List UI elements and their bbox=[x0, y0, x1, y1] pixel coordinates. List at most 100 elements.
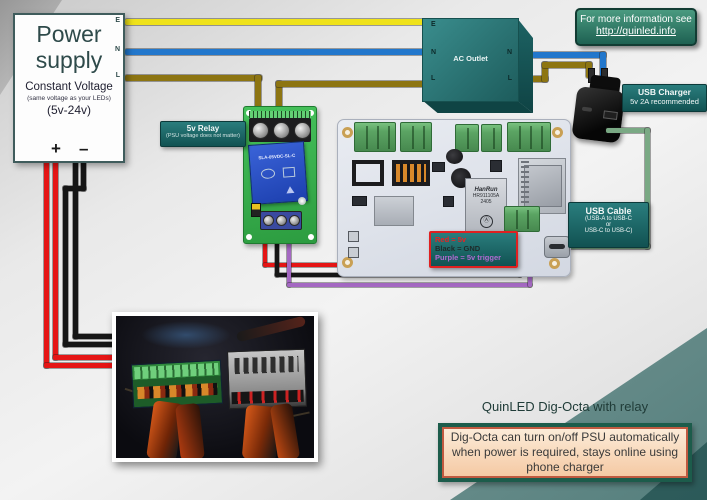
legend-purple: Purple = 5v trigger bbox=[435, 253, 502, 262]
board-led-terminal-1 bbox=[354, 122, 396, 152]
psu-terminal-l: L bbox=[115, 72, 120, 79]
relay-cert-mark bbox=[260, 168, 276, 180]
relay-jumper bbox=[251, 203, 261, 217]
board-led-terminal-4 bbox=[481, 124, 502, 152]
board-led-terminal-2 bbox=[400, 122, 432, 152]
psu-title-line1: Power bbox=[36, 21, 102, 47]
psu-terminal-strip bbox=[231, 389, 304, 405]
relay-screw-terminal-bottom bbox=[260, 211, 302, 230]
wire-psu-minus-black-b-v1 bbox=[81, 161, 86, 191]
psu-terminal-e: E bbox=[115, 17, 120, 24]
board-mount-hole-tr bbox=[552, 127, 563, 138]
psu-vents bbox=[234, 355, 299, 375]
quinled-link[interactable]: http://quinled.info bbox=[596, 25, 676, 37]
board-relay-terminal-right bbox=[504, 206, 540, 232]
relay-screw-1 bbox=[252, 122, 269, 139]
wire-neutral-outlet-to-charger-v bbox=[600, 52, 606, 78]
legend-black: Black = GND bbox=[435, 244, 481, 253]
usbc-slot bbox=[549, 244, 565, 249]
board-dip-switch-2 bbox=[392, 160, 430, 186]
relay-pin-3 bbox=[289, 215, 300, 226]
esp32-antenna bbox=[521, 161, 529, 211]
photo-psu bbox=[227, 348, 307, 410]
relay-pin-2 bbox=[276, 215, 287, 226]
charger-body bbox=[571, 85, 626, 144]
relay-label-note: (PSU voltage does not matter) bbox=[166, 133, 240, 139]
wire-neutral-outlet-to-charger-h bbox=[532, 52, 606, 58]
wire-psu-plus-red-b-h bbox=[53, 355, 120, 360]
relay-pin-1 bbox=[263, 215, 274, 226]
note-box: Dig-Octa can turn on/off PSU automatical… bbox=[438, 423, 692, 482]
wire-psu-plus-red-b-v bbox=[53, 161, 58, 360]
wire-gnd-black-v1 bbox=[275, 224, 279, 277]
usb-cable-label-title: USB Cable bbox=[585, 206, 632, 216]
ethernet-brand: HanRun bbox=[474, 187, 498, 193]
psu-minus-terminal: – bbox=[79, 139, 89, 158]
board-button-1 bbox=[348, 231, 359, 242]
ac-outlet-bottom-face bbox=[422, 100, 533, 113]
wire-trigger-purple-v1 bbox=[287, 224, 291, 287]
wire-color-legend: Red = 5v Black = GND Purple = 5v trigger bbox=[429, 231, 518, 268]
pcb-connectors bbox=[137, 382, 218, 400]
board-led-terminal-3 bbox=[455, 124, 479, 152]
info-line: For more information see bbox=[580, 14, 692, 25]
outlet-terminal-l-right: L bbox=[507, 75, 512, 82]
board-chip-4 bbox=[490, 160, 502, 172]
diagram-caption: QuinLED Dig-Octa with relay bbox=[481, 399, 649, 414]
psu-subtitle: Constant Voltage bbox=[25, 80, 113, 93]
psu-title-line2: supply bbox=[35, 47, 103, 74]
outlet-terminal-n-right: N bbox=[506, 49, 512, 56]
wire-5v-red-v1 bbox=[263, 224, 267, 267]
wire-psu-minus-black-a-v bbox=[73, 161, 78, 339]
relay-chip-text: SLA-05VDC-SL-C bbox=[258, 152, 296, 161]
board-ethernet-jack: HanRun HR911105A 2405 Ⓐ bbox=[465, 178, 507, 232]
outlet-terminal-l: L bbox=[431, 75, 436, 82]
wire-live-outlet-to-charger-b bbox=[542, 62, 548, 82]
psu-range: (5v-24v) bbox=[46, 102, 91, 117]
board-chip-2 bbox=[352, 196, 367, 206]
usb-cable-wire-a bbox=[606, 128, 650, 133]
usb-cable-label-line2: or bbox=[605, 222, 612, 228]
wire-live-psu-to-relay-v bbox=[255, 75, 261, 117]
relay-screw-terminal-top bbox=[249, 118, 311, 142]
charger-logo bbox=[581, 106, 593, 112]
usb-cable-label-line3: USB-C to USB-C) bbox=[584, 228, 633, 234]
relay-cert-mark-2 bbox=[282, 166, 296, 178]
wire-live-relay-to-outlet-v bbox=[276, 81, 282, 117]
ethernet-date: 2405 bbox=[480, 199, 492, 205]
psu-terminal-n: N bbox=[114, 46, 120, 53]
pcb-terminals bbox=[134, 362, 219, 380]
wire-psu-minus-black-a-h bbox=[73, 334, 120, 339]
wire-trigger-purple-h bbox=[287, 283, 532, 287]
board-dip-switch-1 bbox=[352, 160, 384, 186]
board-usbc-port bbox=[544, 236, 570, 258]
usb-cable-wire-b bbox=[645, 128, 650, 249]
wire-live-psu-to-relay-h bbox=[125, 75, 262, 81]
board-power-terminal-top bbox=[507, 122, 551, 152]
relay-label-title: 5v Relay bbox=[186, 124, 220, 133]
relay-hole-tr bbox=[308, 110, 314, 116]
quinled-info-box: For more information see http://quinled.… bbox=[575, 8, 697, 46]
wire-live-relay-to-outlet-h bbox=[276, 81, 424, 87]
hardware-photo bbox=[112, 312, 318, 462]
board-mount-hole-tl bbox=[342, 127, 353, 138]
wire-psu-minus-black-b-v2 bbox=[63, 186, 68, 347]
outlet-terminal-n: N bbox=[431, 49, 437, 56]
board-chip-3 bbox=[443, 196, 454, 207]
outlet-label: AC Outlet bbox=[453, 54, 488, 63]
relay-terminal-strip-label bbox=[249, 111, 311, 118]
legend-red: Red = 5v bbox=[435, 235, 467, 244]
wire-psu-plus-red-a-h bbox=[44, 363, 120, 368]
wire-psu-minus-black-b-h bbox=[63, 342, 120, 347]
relay-screw-2 bbox=[273, 122, 290, 139]
relay-module: SLA-05VDC-SL-C bbox=[243, 106, 317, 244]
esp32-shield bbox=[524, 165, 562, 207]
outlet-terminal-e: E bbox=[431, 21, 436, 28]
ul-logo-icon: Ⓐ bbox=[480, 215, 493, 228]
relay-blue-cube: SLA-05VDC-SL-C bbox=[247, 141, 309, 205]
wire-live-outlet-to-charger-a bbox=[532, 76, 548, 82]
charger-usb-port bbox=[603, 110, 618, 121]
photo-cable-top bbox=[235, 316, 307, 343]
relay-screw-3 bbox=[294, 122, 311, 139]
